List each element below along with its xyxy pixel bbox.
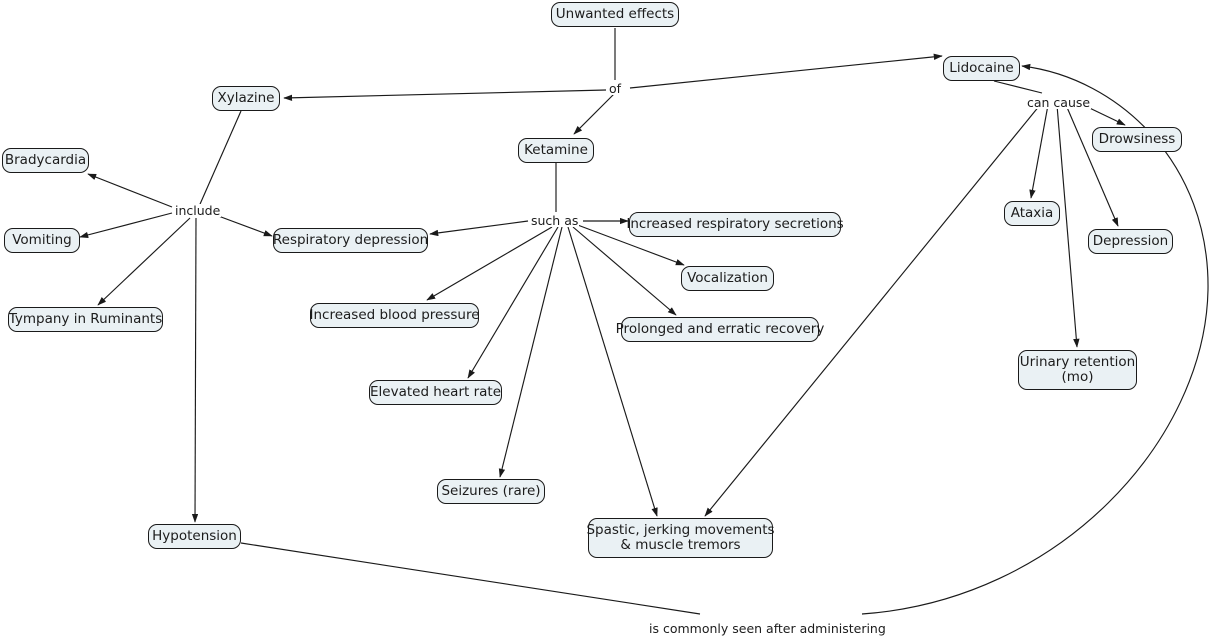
edge-suchas-respiratory-depression [429,220,529,237]
edge-suchas-spastic [567,226,658,517]
edge-suchas-seizures [498,226,563,478]
node-depression[interactable]: Depression [1088,229,1173,254]
link-label-such-as: such as [530,213,580,228]
edge-cancause-urinary-retention [1056,104,1080,348]
node-hypotension[interactable]: Hypotension [148,524,241,549]
edge-suchas-elevated-heart-rate [467,226,559,379]
node-seizures-rare[interactable]: Seizures (rare) [437,479,545,504]
edge-of-ketamine [573,93,615,135]
node-vomiting[interactable]: Vomiting [4,228,80,253]
edge-commonlyseen-lidocaine [861,63,1209,615]
edge-hypotension-commonlyseen [240,542,701,615]
link-label-of: of [608,81,623,96]
edge-suchas-vocalization [574,223,685,266]
node-ketamine[interactable]: Ketamine [518,138,594,163]
node-drowsiness[interactable]: Drowsiness [1092,127,1182,152]
edge-of-xylazine [283,89,607,101]
node-increased-respiratory-secretions[interactable]: Increased respiratory secretions [626,212,844,237]
node-vocalization[interactable]: Vocalization [681,266,774,291]
edge-include-vomiting [79,212,173,239]
node-respiratory-depression[interactable]: Respiratory depression [273,228,428,253]
edge-cancause-spastic [704,104,1041,517]
edge-include-hypotension [191,217,199,523]
edge-include-tympany [97,217,191,306]
edge-suchas-prolonged-recovery [572,226,677,316]
link-label-is-commonly-seen-after-administering: is commonly seen after administering [648,621,887,636]
edge-lidocaine-cancause [993,80,1043,94]
edge-cancause-depression [1065,104,1119,227]
edge-cancause-ataxia [1029,104,1049,199]
edge-xylazine-include [196,110,242,212]
node-urinary-retention[interactable]: Urinary retention (mo) [1018,350,1137,390]
node-tympany-in-ruminants[interactable]: Tympany in Ruminants [8,307,163,332]
node-lidocaine[interactable]: Lidocaine [943,56,1020,81]
edge-include-respiratory-depression [212,213,273,237]
edge-suchas-increased-blood-pressure [426,226,553,301]
edge-of-lidocaine [629,53,943,89]
node-bradycardia[interactable]: Bradycardia [2,148,89,173]
node-xylazine[interactable]: Xylazine [212,86,280,111]
node-unwanted-effects[interactable]: Unwanted effects [551,2,679,27]
edge-include-bradycardia [87,173,173,208]
node-increased-blood-pressure[interactable]: Increased blood pressure [310,303,480,328]
node-spastic-jerking-movements[interactable]: Spastic, jerking movements & muscle trem… [586,518,775,558]
link-label-include: include [174,203,222,218]
node-elevated-heart-rate[interactable]: Elevated heart rate [369,380,502,405]
node-prolonged-and-erratic-recovery[interactable]: Prolonged and erratic recovery [616,317,824,342]
link-label-can-cause: can cause [1026,95,1092,110]
node-ataxia[interactable]: Ataxia [1004,201,1060,226]
